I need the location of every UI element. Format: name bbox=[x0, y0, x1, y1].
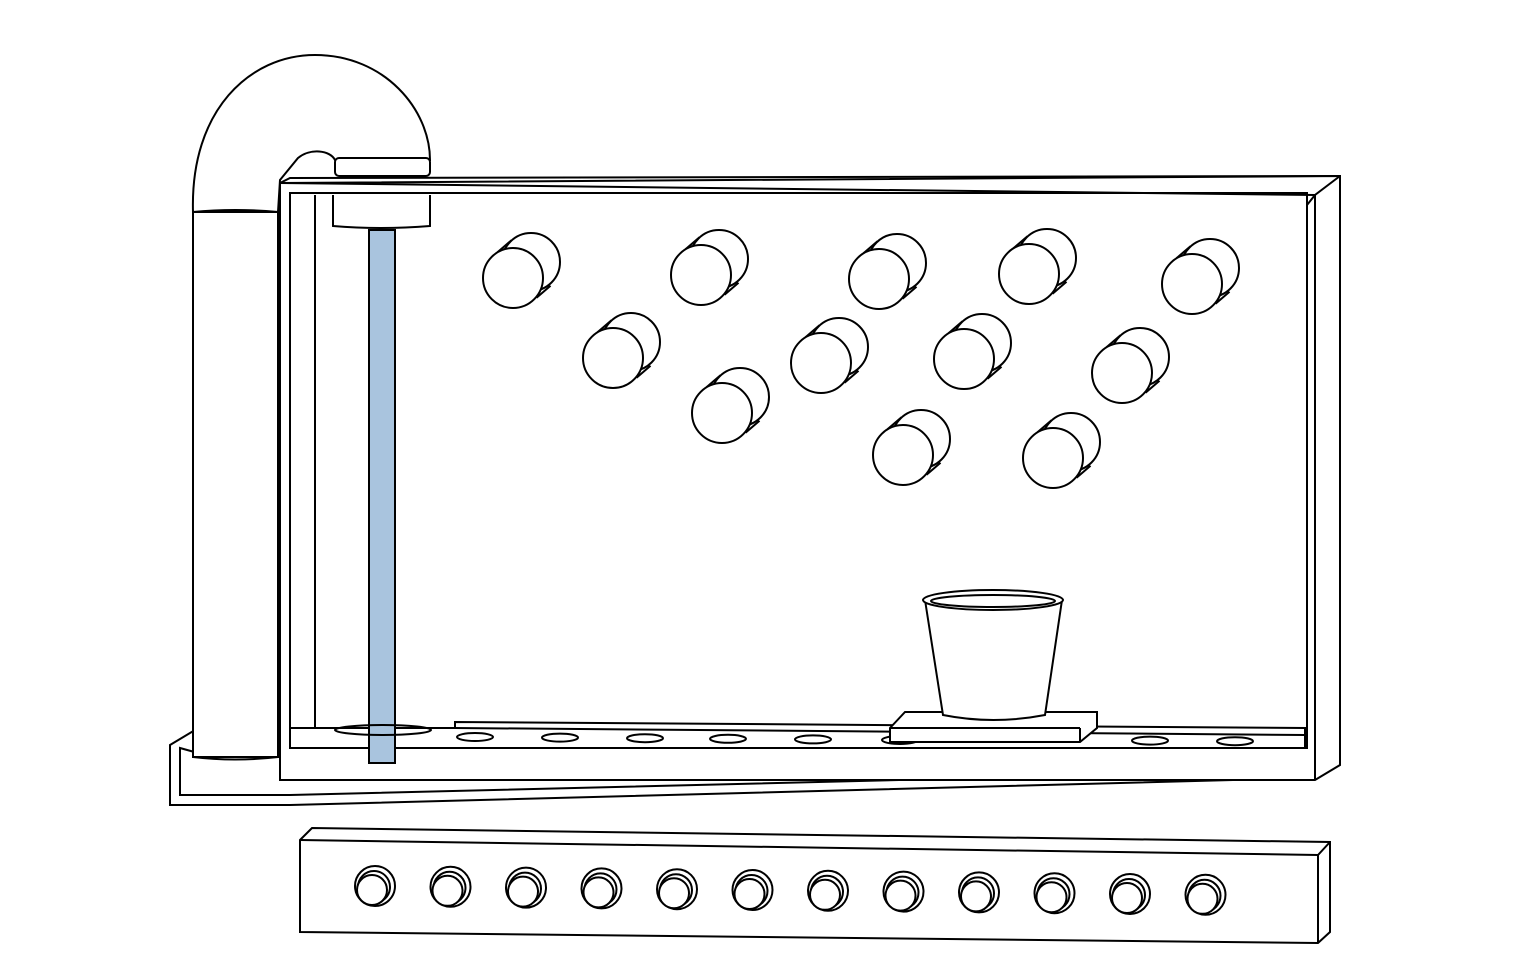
peg bbox=[849, 234, 926, 309]
frame-box bbox=[280, 176, 1340, 780]
peg bbox=[671, 230, 748, 305]
button[interactable] bbox=[657, 869, 697, 909]
button[interactable] bbox=[506, 868, 546, 908]
drain-hole bbox=[710, 735, 746, 743]
water-column bbox=[369, 230, 395, 763]
button[interactable] bbox=[355, 866, 395, 906]
button[interactable] bbox=[431, 867, 471, 907]
peg bbox=[1162, 239, 1239, 314]
button[interactable] bbox=[1110, 874, 1150, 914]
drain-hole bbox=[627, 734, 663, 742]
drain-hole bbox=[1132, 737, 1168, 745]
drain-hole bbox=[457, 733, 493, 741]
peg bbox=[1023, 413, 1100, 488]
cup-on-platform bbox=[890, 590, 1097, 742]
drain-hole bbox=[1217, 737, 1253, 745]
button[interactable] bbox=[1186, 875, 1226, 915]
pegs bbox=[483, 229, 1239, 488]
peg bbox=[692, 368, 769, 443]
button[interactable] bbox=[1035, 873, 1075, 913]
peg bbox=[791, 318, 868, 393]
button[interactable] bbox=[582, 868, 622, 908]
button[interactable] bbox=[959, 872, 999, 912]
peg bbox=[999, 229, 1076, 304]
buttons bbox=[355, 866, 1226, 915]
button[interactable] bbox=[733, 870, 773, 910]
peg bbox=[934, 314, 1011, 389]
drain-hole bbox=[542, 734, 578, 742]
peg bbox=[1092, 328, 1169, 403]
button[interactable] bbox=[884, 872, 924, 912]
supply-pipe bbox=[193, 55, 431, 763]
peg bbox=[583, 313, 660, 388]
peg bbox=[483, 233, 560, 308]
peg bbox=[873, 410, 950, 485]
button[interactable] bbox=[808, 871, 848, 911]
drain-hole bbox=[795, 735, 831, 743]
